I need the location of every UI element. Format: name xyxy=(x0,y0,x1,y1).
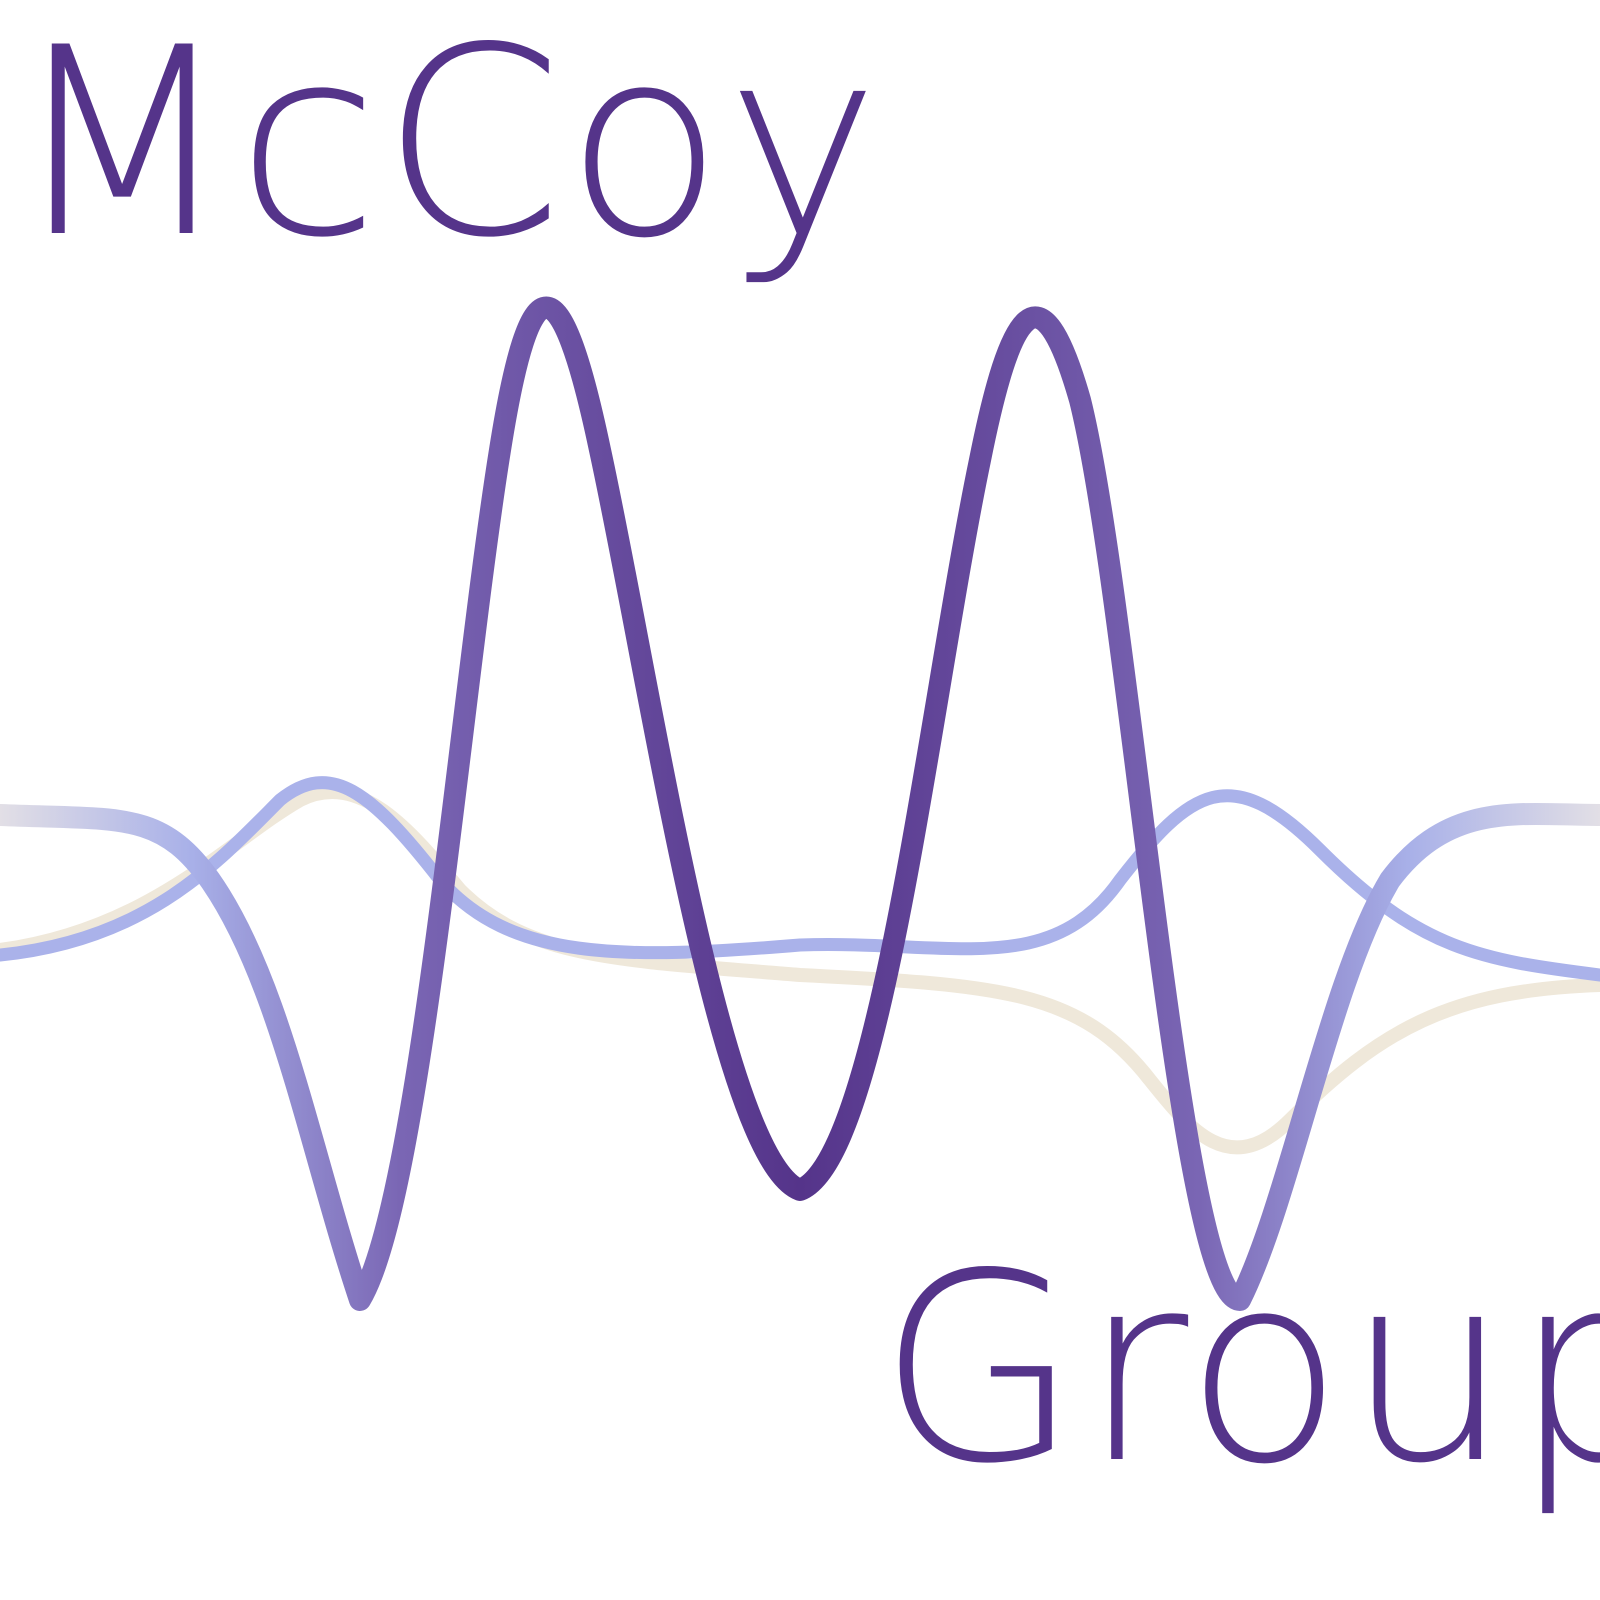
main-wave-line xyxy=(0,296,1600,1311)
cream-wave-line xyxy=(0,785,1600,1155)
blue-wave-line xyxy=(0,776,1600,982)
logo-word-top: McCoy xyxy=(10,0,882,295)
logo-word-bottom: Group xyxy=(878,1219,1600,1521)
